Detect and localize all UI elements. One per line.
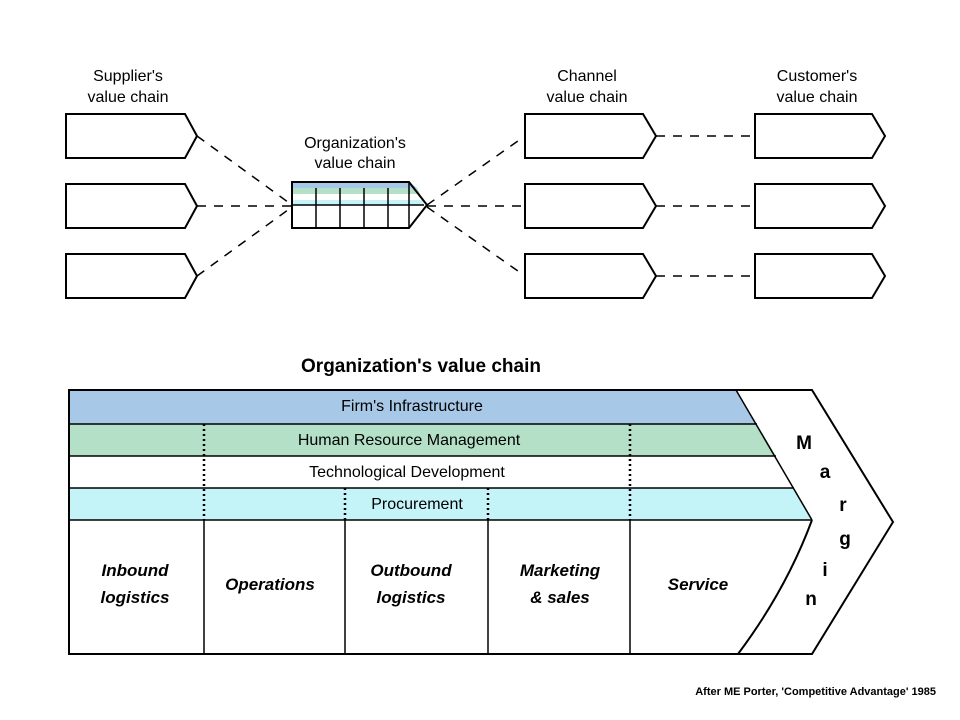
supplier-label-line2: value chain (88, 89, 169, 106)
mini-band-hrm (292, 188, 420, 194)
margin-letter-m: M (796, 433, 812, 454)
main-title: Organization's value chain (301, 356, 541, 377)
organization-value-chain: Organization's value chain Firm's Infras… (68, 356, 895, 655)
label-technology: Technological Development (309, 464, 505, 481)
customer-label-line2: value chain (777, 89, 858, 106)
band-procurement (69, 488, 812, 520)
label-procurement: Procurement (371, 496, 463, 513)
source-credit: After ME Porter, 'Competitive Advantage'… (695, 686, 936, 698)
label-marketing-line1: Marketing (520, 561, 601, 580)
connector-channel-1 (426, 135, 526, 206)
customer-chain-1 (754, 113, 887, 159)
supplier-chain-1 (65, 113, 199, 159)
mini-chain-outline (291, 181, 429, 229)
organization-label-line2: value chain (315, 155, 396, 172)
customer-label-line1: Customer's (777, 68, 857, 85)
supplier-label-line1: Supplier's (93, 68, 163, 85)
supplier-chain-3 (65, 253, 199, 299)
label-service: Service (668, 575, 729, 594)
margin-letter-n: n (805, 589, 817, 610)
margin-letter-g: g (839, 529, 851, 550)
margin-letter-a: a (820, 462, 831, 483)
mini-band-infrastructure (292, 182, 417, 188)
channel-label-line1: Channel (557, 68, 617, 85)
channel-chain-3 (524, 253, 658, 299)
label-outbound-line2: logistics (377, 588, 446, 607)
label-outbound-line1: Outbound (370, 561, 452, 580)
band-firm-infrastructure (69, 390, 757, 424)
mini-band-technology (292, 194, 422, 200)
channel-chain-2 (524, 183, 658, 229)
band-hrm (69, 424, 776, 456)
value-system: Supplier's value chain Organization's va… (65, 68, 887, 299)
supplier-chain-2 (65, 183, 199, 229)
channel-label-line2: value chain (547, 89, 628, 106)
value-chain-outline (68, 389, 895, 655)
organization-mini-chain (291, 181, 429, 229)
margin-letter-r: r (839, 495, 847, 516)
organization-label-line1: Organization's (304, 135, 406, 152)
label-inbound-line1: Inbound (101, 561, 169, 580)
band-technology (69, 456, 794, 488)
customer-chain-2 (754, 183, 887, 229)
label-operations: Operations (225, 575, 315, 594)
mini-band-procurement (292, 200, 424, 205)
connector-supplier-3 (196, 206, 293, 277)
margin-letter-i: i (822, 560, 827, 581)
label-inbound-line2: logistics (101, 588, 170, 607)
band-diagonal-edge (735, 389, 813, 521)
channel-chain-1 (524, 113, 658, 159)
customer-chain-3 (754, 253, 887, 299)
connector-channel-3 (426, 206, 526, 277)
label-marketing-line2: & sales (530, 588, 590, 607)
margin-inner-edge (737, 519, 813, 655)
label-hrm: Human Resource Management (298, 432, 521, 449)
label-firm-infrastructure: Firm's Infrastructure (341, 398, 483, 415)
connector-supplier-1 (196, 135, 293, 206)
